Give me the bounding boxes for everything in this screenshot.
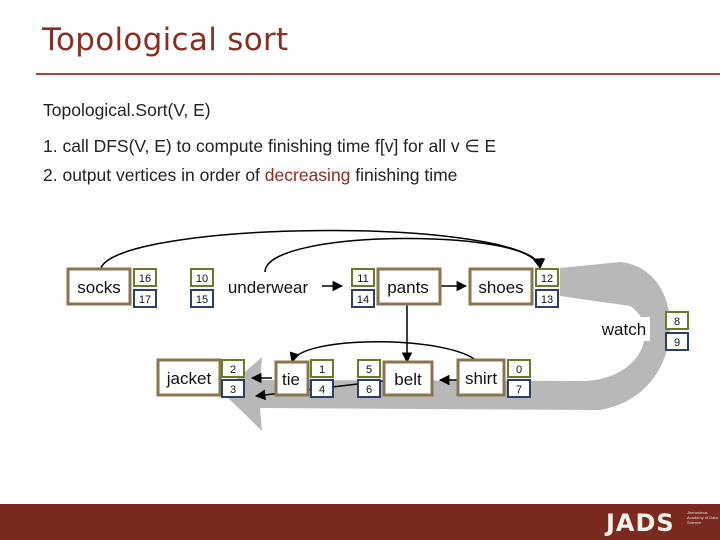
node-underwear-finish-time: 15 xyxy=(196,294,208,306)
node-belt-finish-box xyxy=(357,379,381,398)
node-watch-finish-time: 9 xyxy=(674,337,680,349)
node-jacket-box xyxy=(156,358,222,397)
step-2-text-end: finishing time xyxy=(350,165,458,185)
node-shirt-discovery-box xyxy=(507,359,531,378)
node-socks-label: socks xyxy=(77,278,120,297)
node-pants-finish-time: 14 xyxy=(357,294,369,306)
node-tie-finish-box xyxy=(310,379,334,398)
node-shoes-finish-time: 13 xyxy=(541,294,553,306)
node-shirt: shirt 0 7 xyxy=(456,358,531,398)
node-belt-label: belt xyxy=(394,370,422,389)
node-socks: socks 16 17 xyxy=(66,267,157,308)
order-arrow xyxy=(222,262,671,431)
node-jacket-finish-box xyxy=(221,379,245,398)
node-shirt-discovery-time: 0 xyxy=(516,364,522,376)
node-shoes-discovery-time: 12 xyxy=(541,273,553,285)
node-pants-box xyxy=(376,267,442,306)
node-jacket-label: jacket xyxy=(166,369,212,388)
node-watch-finish-box xyxy=(665,332,689,351)
node-shoes-box xyxy=(468,267,534,306)
title-divider xyxy=(36,73,720,75)
node-belt-finish-time: 6 xyxy=(366,384,372,396)
node-pants-discovery-box xyxy=(351,268,375,287)
node-jacket-finish-time: 3 xyxy=(230,384,236,396)
slide-title: Topological sort xyxy=(42,22,289,58)
jads-logo-subtitle: Jheronimus Academy of Data Science xyxy=(687,510,718,525)
node-belt-discovery-box xyxy=(357,359,381,378)
node-jacket: jacket 2 3 xyxy=(156,358,245,398)
node-socks-finish-time: 17 xyxy=(139,294,151,306)
node-belt-discovery-time: 5 xyxy=(366,364,372,376)
node-pants-label: pants xyxy=(387,278,429,297)
node-underwear: underwear 10 15 xyxy=(190,268,315,308)
node-shoes-finish-box xyxy=(535,289,559,308)
node-tie-discovery-time: 1 xyxy=(319,364,325,376)
jads-logo: JADS xyxy=(606,509,675,537)
node-socks-box xyxy=(66,267,132,306)
node-shirt-finish-box xyxy=(507,379,531,398)
node-shirt-box xyxy=(456,358,506,397)
node-watch-discovery-time: 8 xyxy=(674,316,680,328)
node-jacket-discovery-time: 2 xyxy=(230,364,236,376)
node-shoes-discovery-box xyxy=(535,268,559,287)
node-pants-finish-box xyxy=(351,289,375,308)
node-shoes-label: shoes xyxy=(478,278,523,297)
node-socks-discovery-box xyxy=(133,268,157,287)
node-watch: watch 8 9 xyxy=(598,311,689,351)
edge-underwear-shoes xyxy=(264,237,546,273)
node-underwear-label: underwear xyxy=(228,278,309,297)
node-pants-discovery-time: 11 xyxy=(357,273,368,285)
edge-socks-shoes xyxy=(99,229,544,273)
node-tie-label: tie xyxy=(282,370,300,389)
node-jacket-discovery-box xyxy=(221,359,245,378)
node-tie-discovery-box xyxy=(310,359,334,378)
step-2-highlight: decreasing xyxy=(264,165,351,185)
node-tie-box xyxy=(274,360,310,397)
step-2-text: 2. output vertices in order of xyxy=(43,165,265,185)
node-shoes: shoes 12 13 xyxy=(468,267,559,308)
node-pants: pants 11 14 xyxy=(351,267,442,308)
node-underwear-discovery-time: 10 xyxy=(196,273,208,285)
node-watch-label: watch xyxy=(601,320,646,339)
node-watch-bg xyxy=(598,317,650,341)
node-shirt-finish-time: 7 xyxy=(516,384,522,396)
algorithm-signature: Topological.Sort(V, E) xyxy=(43,100,211,120)
footer-bar xyxy=(0,504,720,540)
node-belt-box xyxy=(382,360,434,397)
node-tie-finish-time: 4 xyxy=(319,384,325,396)
node-underwear-finish-box xyxy=(190,289,214,308)
node-underwear-discovery-box xyxy=(190,268,214,287)
node-socks-discovery-time: 16 xyxy=(139,273,151,285)
node-watch-discovery-box xyxy=(665,311,689,330)
algorithm-step-2: 2. output vertices in order of decreasin… xyxy=(43,165,457,186)
edge-shirt-tie xyxy=(289,341,479,364)
node-socks-finish-box xyxy=(133,289,157,308)
node-tie: tie 1 4 xyxy=(274,359,334,398)
node-shirt-label: shirt xyxy=(465,369,497,388)
node-belt: belt 5 6 xyxy=(357,359,434,398)
algorithm-step-1: 1. call DFS(V, E) to compute finishing t… xyxy=(43,136,497,156)
node-underwear-bg xyxy=(221,275,315,299)
